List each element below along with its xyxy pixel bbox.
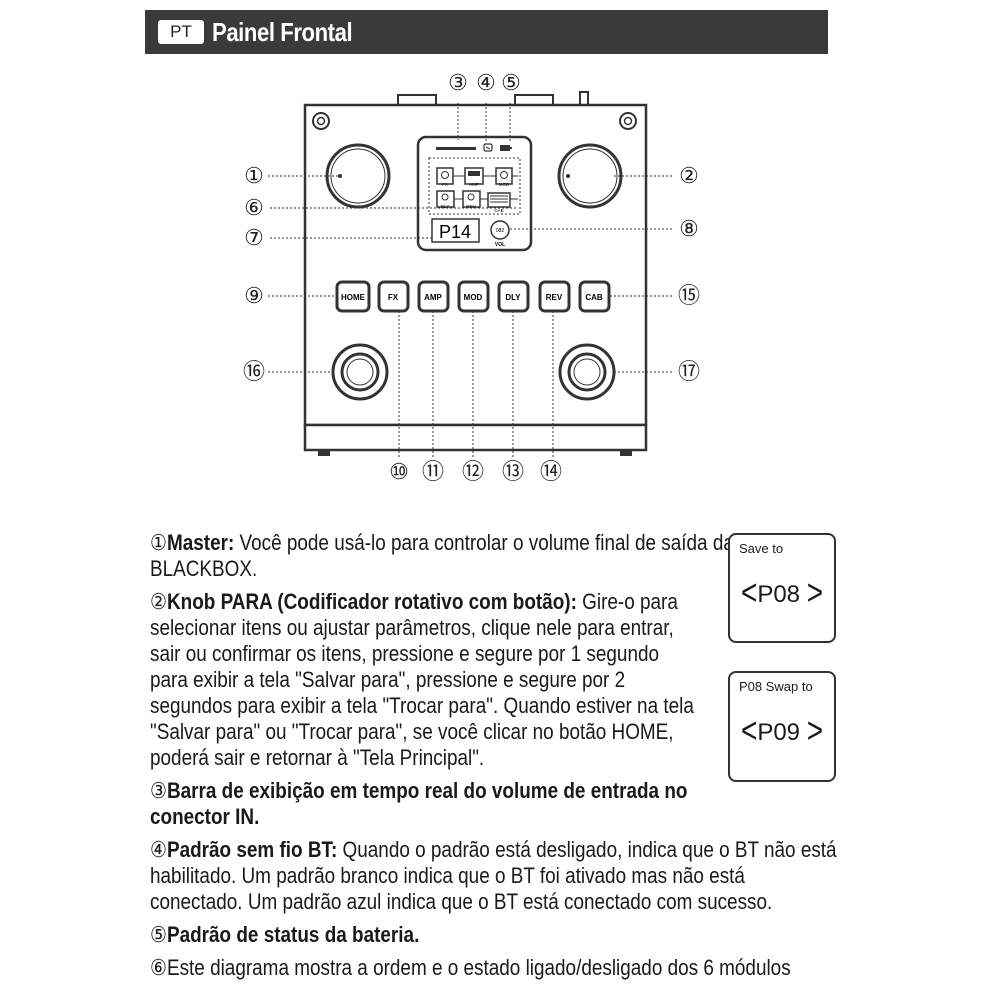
chevron-left-icon: < [740,572,758,613]
description-item-1: ①Master: Você pode usá-lo para controlar… [150,530,734,581]
callout-1: ① [244,163,264,188]
svg-text:HOME: HOME [341,293,366,302]
callout-3: ③ [448,70,468,95]
save-to-screen: Save to <P08 > [728,533,836,643]
swap-to-value: <P09 > [740,710,824,751]
module-chain-box [428,157,521,215]
callout-9: ⑨ [244,283,264,308]
chevron-left-icon: < [740,710,758,751]
preset-box [431,218,480,243]
fx-button[interactable]: FX [377,280,410,313]
module-rev: REV [462,190,481,209]
input-level-bar [436,147,476,150]
callout-14: ⑭ [540,459,562,484]
dly-button[interactable]: DLY [497,280,530,313]
swap-to-screen: P08 Swap to <P09 > [728,671,836,782]
screw-icon [619,112,637,130]
callout-16: ⑯ [243,359,265,384]
chevron-right-icon: > [806,572,824,613]
svg-text:DLY: DLY [441,204,449,209]
svg-text:DLY: DLY [505,293,521,302]
module-fx: FX [436,167,454,187]
save-to-caption: Save to [739,541,784,556]
callout-2: ② [679,163,699,188]
svg-text:MOD: MOD [499,182,510,187]
svg-text:FX: FX [442,182,448,187]
chevron-right-icon: > [806,710,824,751]
language-badge: PT [158,20,204,44]
callout-7: ⑦ [244,225,264,250]
callout-8: ⑧ [679,216,699,241]
cab-button[interactable]: CAB [578,280,611,313]
amp-button[interactable]: AMP [417,280,450,313]
svg-text:CAB: CAB [585,293,603,302]
para-knob[interactable] [557,143,623,209]
section-header: PT Painel Frontal [145,10,828,54]
svg-text:CAB: CAB [494,208,503,213]
module-amp: AMP [464,167,484,187]
save-to-value: <P08 > [740,572,824,613]
svg-text:REV: REV [546,293,563,302]
description-list: ①Master: Você pode usá-lo para controlar… [150,530,840,988]
svg-text:MOD: MOD [464,293,483,302]
section-title: Painel Frontal [212,17,353,47]
callout-6: ⑥ [244,195,264,220]
description-item-3: ③Barra de exibição em tempo real do volu… [150,778,688,829]
footswitch-right[interactable] [558,343,616,401]
bt-icon [483,143,493,152]
module-cab: CAB [487,192,511,213]
callout-17: ⑰ [678,359,700,384]
svg-text:AMP: AMP [424,293,442,302]
description-item-2: ②Knob PARA (Codificador rotativo com bot… [150,589,694,770]
foot-left [318,450,330,456]
module-dly: DLY [436,190,455,209]
rev-button[interactable]: REV [538,280,571,313]
description-item-6: ⑥Este diagrama mostra a ordem e o estado… [150,955,791,980]
description-item-4: ④Padrão sem fio BT: Quando o padrão está… [150,837,837,914]
svg-text:AMP: AMP [469,182,479,187]
swap-to-caption: P08 Swap to [739,679,813,694]
footswitch-left[interactable] [331,343,389,401]
callout-11: ⑪ [422,459,444,484]
svg-text:VOL: VOL [495,242,505,248]
description-item-5: ⑤Padrão de status da bateria. [150,922,420,947]
svg-text:REV: REV [466,204,475,209]
master-knob[interactable] [325,143,391,209]
home-button[interactable]: HOME [335,280,371,313]
callout-10: ⑩ [389,459,409,484]
foot-right [620,450,632,456]
battery-icon [500,145,512,151]
callout-12: ⑫ [462,459,484,484]
svg-text:FX: FX [388,293,399,302]
callout-5: ⑤ [501,70,521,95]
callout-4: ④ [476,70,496,95]
screw-icon [312,112,330,130]
preset-number: P14 [439,222,471,242]
callout-13: ⑬ [502,459,524,484]
module-mod: MOD [495,167,513,187]
svg-text:082: 082 [496,228,505,234]
pedal-base [303,423,648,452]
callout-15: ⑮ [678,283,700,308]
mod-button[interactable]: MOD [457,280,490,313]
